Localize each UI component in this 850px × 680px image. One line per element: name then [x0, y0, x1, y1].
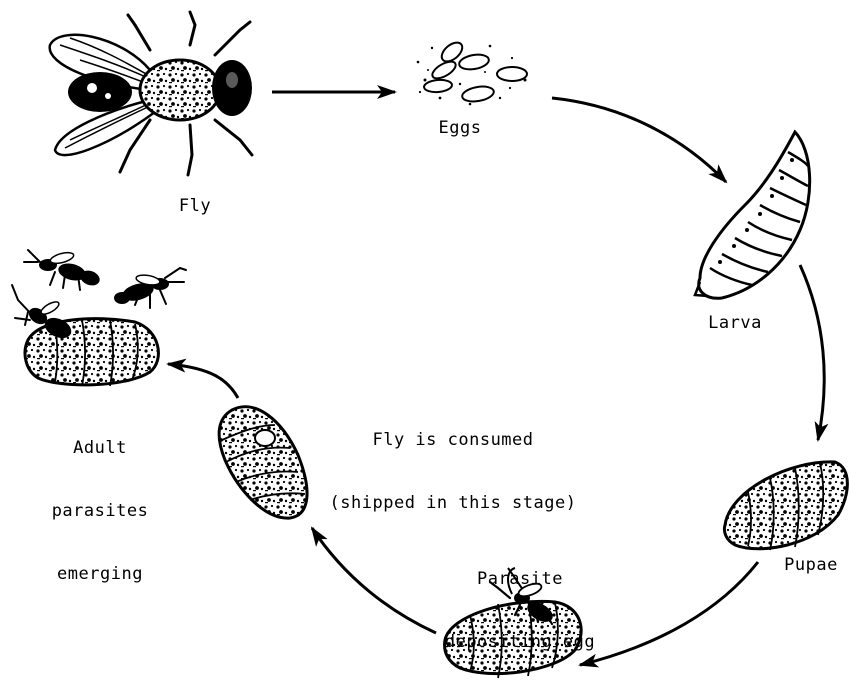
larva-illustration: [695, 132, 810, 298]
pupae-illustration: [724, 462, 847, 550]
adult-label-line2: parasites: [20, 501, 180, 522]
arrow-consumed-to-adults: [168, 364, 238, 398]
larva-label: Larva: [690, 313, 780, 334]
adult-label-line1: Adult: [20, 438, 180, 459]
consumed-label-line1: Fly is consumed: [278, 430, 628, 451]
pupae-label: Pupae: [772, 555, 850, 576]
parasite-label-line2: depositing egg: [410, 632, 630, 653]
adult-label-line3: emerging: [20, 564, 180, 585]
eggs-illustration: [417, 39, 527, 105]
adult-parasites-label: Adult parasites emerging: [20, 396, 180, 606]
adult-parasites-illustration: [12, 250, 186, 386]
fly-illustration: [50, 12, 252, 175]
consumed-label-line2: (shipped in this stage): [278, 493, 628, 514]
arrow-eggs-to-larva: [552, 98, 726, 182]
eggs-label: Eggs: [420, 118, 500, 139]
consumed-label: Fly is consumed (shipped in this stage): [278, 388, 628, 535]
arrow-larva-to-pupae: [800, 265, 824, 440]
parasite-label-line1: Parasite: [410, 569, 630, 590]
parasite-depositing-label: Parasite depositing egg: [410, 527, 630, 674]
fly-label: Fly: [160, 196, 230, 217]
